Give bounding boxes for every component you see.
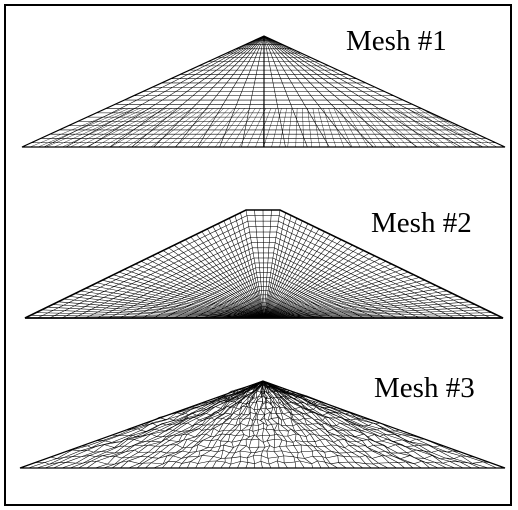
mesh-1-diagram: [21, 35, 506, 148]
mesh-2-label: Mesh #2: [371, 207, 472, 239]
figure-frame: [4, 4, 512, 506]
mesh-2-diagram: [24, 209, 504, 319]
mesh-3-diagram: [19, 380, 506, 469]
mesh-3-label: Mesh #3: [374, 372, 475, 404]
mesh-1-label: Mesh #1: [346, 25, 447, 57]
